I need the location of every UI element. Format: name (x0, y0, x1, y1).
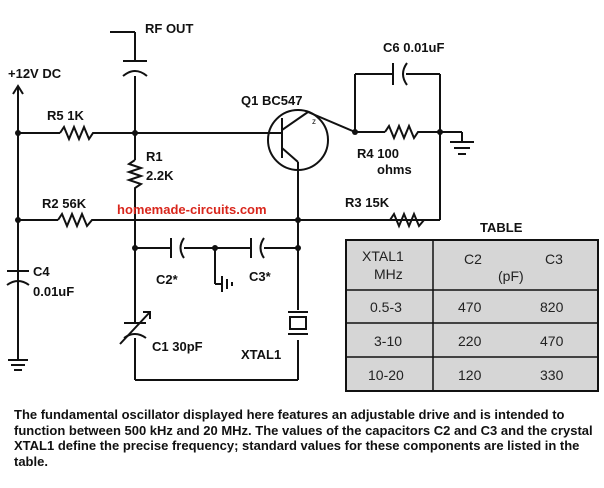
r3-label: R3 15K (345, 195, 390, 210)
r4-name-label: R4 100 (357, 146, 399, 161)
table-header-c2: C2 (464, 251, 482, 267)
table-header-xtal-line2: MHz (374, 266, 403, 282)
chassis-ground-icon (221, 276, 233, 292)
table-cell-c2: 120 (458, 367, 482, 383)
resistor-r5-icon (59, 124, 96, 142)
watermark-text: homemade-circuits.com (117, 202, 267, 217)
ground-icon (450, 132, 474, 155)
resistor-r3-icon (389, 211, 428, 229)
r1-value-label: 2.2K (146, 168, 174, 183)
table-cell-c3: 470 (540, 333, 564, 349)
capacitor-c2-icon (170, 237, 185, 259)
c2-label: C2* (156, 272, 179, 287)
capacitor-c3-icon (250, 237, 265, 259)
transistor-small-mark: z (312, 117, 316, 126)
resistor-r4-icon (384, 123, 420, 141)
rf-out-coupling-capacitor-icon (122, 60, 148, 77)
capacitor-c4-icon (6, 270, 30, 371)
table-header-unit: (pF) (498, 268, 524, 284)
table-cell-c2: 220 (458, 333, 482, 349)
table-cell-xtal: 0.5-3 (370, 299, 402, 315)
c3-label: C3* (249, 269, 272, 284)
r2-label: R2 56K (42, 196, 87, 211)
table-cell-c3: 330 (540, 367, 564, 383)
crystal-xtal1-icon (288, 311, 308, 335)
rf-out-label: RF OUT (145, 21, 193, 36)
table-cell-c2: 470 (458, 299, 482, 315)
frequency-table: XTAL1 MHz C2 C3 (pF) 0.5-3 470 820 3-10 … (345, 239, 599, 392)
r1-name-label: R1 (146, 149, 163, 164)
xtal1-label: XTAL1 (241, 347, 281, 362)
junction-dots (15, 129, 443, 251)
q1-label: Q1 BC547 (241, 93, 302, 108)
capacitor-c6-icon (392, 62, 408, 86)
table-cell-xtal: 10-20 (368, 367, 404, 383)
transistor-q1-icon (267, 109, 356, 171)
supply-arrow-icon (12, 84, 24, 104)
table-title: TABLE (480, 220, 523, 235)
table-cell-c3: 820 (540, 299, 564, 315)
c1-label: C1 30pF (152, 339, 203, 354)
supply-label: +12V DC (8, 66, 62, 81)
variable-capacitor-c1-icon (119, 311, 151, 345)
r5-label: R5 1K (47, 108, 84, 123)
r4-unit-label: ohms (377, 162, 412, 177)
c6-label: C6 0.01uF (383, 40, 444, 55)
table-cell-xtal: 3-10 (374, 333, 402, 349)
resistor-r1-icon (125, 159, 145, 190)
table-header-c3: C3 (545, 251, 563, 267)
c4-name-label: C4 (33, 264, 50, 279)
oscillator-schematic: z RF OUT +12V DC R5 1K R1 2.2K (6, 21, 599, 392)
figure-caption: The fundamental oscillator displayed her… (14, 407, 593, 469)
c4-value-label: 0.01uF (33, 284, 74, 299)
table-header-xtal-line1: XTAL1 (362, 248, 404, 264)
resistor-r2-icon (57, 211, 96, 229)
